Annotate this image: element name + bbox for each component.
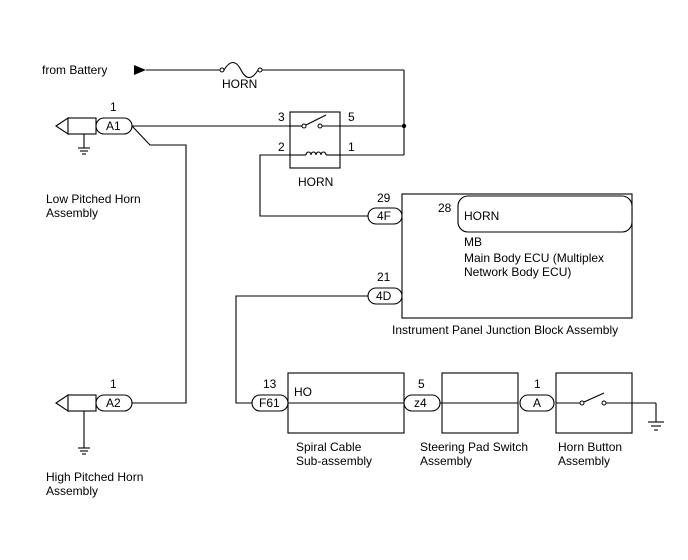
low-horn-label-1: Low Pitched Horn: [46, 192, 141, 206]
horn-button-label-1: Horn Button: [558, 440, 622, 454]
relay-label: HORN: [298, 175, 333, 189]
ecu-name-1: Main Body ECU (Multiplex: [464, 251, 604, 265]
relay-switch-arm: [305, 114, 327, 126]
relay-contact-right: [317, 123, 323, 129]
connector-a-pin: 1: [534, 377, 541, 391]
horn-button-label-2: Assembly: [558, 454, 610, 468]
connector-f61-pin: 13: [263, 377, 277, 391]
high-horn-icon: [55, 393, 97, 455]
connector-f61-label: F61: [259, 396, 280, 410]
high-horn-label-2: Assembly: [46, 484, 98, 498]
relay-contact-left: [301, 123, 307, 129]
connector-a2: [95, 394, 133, 412]
relay-pin1: 1: [348, 140, 355, 154]
ecu-name-2: Network Body ECU): [464, 265, 571, 279]
fuse-label: HORN: [222, 77, 257, 91]
connector-a1-label: A1: [106, 119, 121, 133]
ecu-terminal-label: HORN: [464, 209, 499, 223]
connector-a2-pin: 1: [110, 377, 117, 391]
relay-to-4f-wire: [259, 154, 368, 217]
low-horn-label-2: Assembly: [46, 206, 98, 220]
low-horn-icon: [55, 116, 97, 155]
connector-z4-label: z4: [414, 396, 427, 410]
bus-junction-dot: [401, 123, 407, 129]
relay-pin5: 5: [348, 110, 355, 124]
relay-coil-icon: [305, 151, 327, 156]
ecu-code: MB: [464, 235, 482, 249]
steering-pad-label-1: Steering Pad Switch: [420, 440, 528, 454]
relay-pin2: 2: [278, 140, 285, 154]
connector-f61: [251, 394, 289, 412]
connector-z4: [403, 394, 441, 412]
4d-to-f61-wire: [235, 295, 368, 404]
connector-a1-pin: 1: [110, 100, 117, 114]
steering-pad-label-2: Assembly: [420, 454, 472, 468]
spiral-cable-label-2: Sub-assembly: [296, 454, 372, 468]
junction-block-label: Instrument Panel Junction Block Assembly: [392, 323, 618, 337]
ecu-horn-terminal: [457, 195, 633, 233]
connector-a1: [95, 117, 133, 135]
arrow-icon: [134, 65, 146, 75]
connector-a2-label: A2: [106, 396, 121, 410]
connector-4d-pin: 21: [377, 270, 391, 284]
horn-switch-icon: [583, 392, 605, 403]
horn-relay: [289, 111, 341, 169]
spiral-cable-label-1: Spiral Cable: [296, 440, 362, 454]
ground-icon: [648, 421, 664, 431]
connector-4f-label: 4F: [377, 209, 391, 223]
connector-4f-pin: 29: [377, 191, 391, 205]
relay-pin3: 3: [278, 110, 285, 124]
a1-to-a2-wire: [131, 125, 187, 404]
fuse-symbol: [219, 61, 263, 79]
high-horn-label-1: High Pitched Horn: [46, 470, 143, 484]
battery-label: from Battery: [42, 63, 107, 77]
switch-contact-left: [579, 400, 585, 406]
ecu-pin: 28: [438, 201, 452, 215]
connector-4d: [367, 287, 403, 305]
spiral-cable-terminal: HO: [294, 385, 312, 399]
connector-a-label: A: [533, 396, 541, 410]
connector-4d-label: 4D: [376, 289, 392, 303]
connector-z4-pin: 5: [418, 377, 425, 391]
connector-4f: [367, 207, 403, 225]
switch-contact-right: [601, 400, 607, 406]
connector-a: [519, 394, 555, 412]
